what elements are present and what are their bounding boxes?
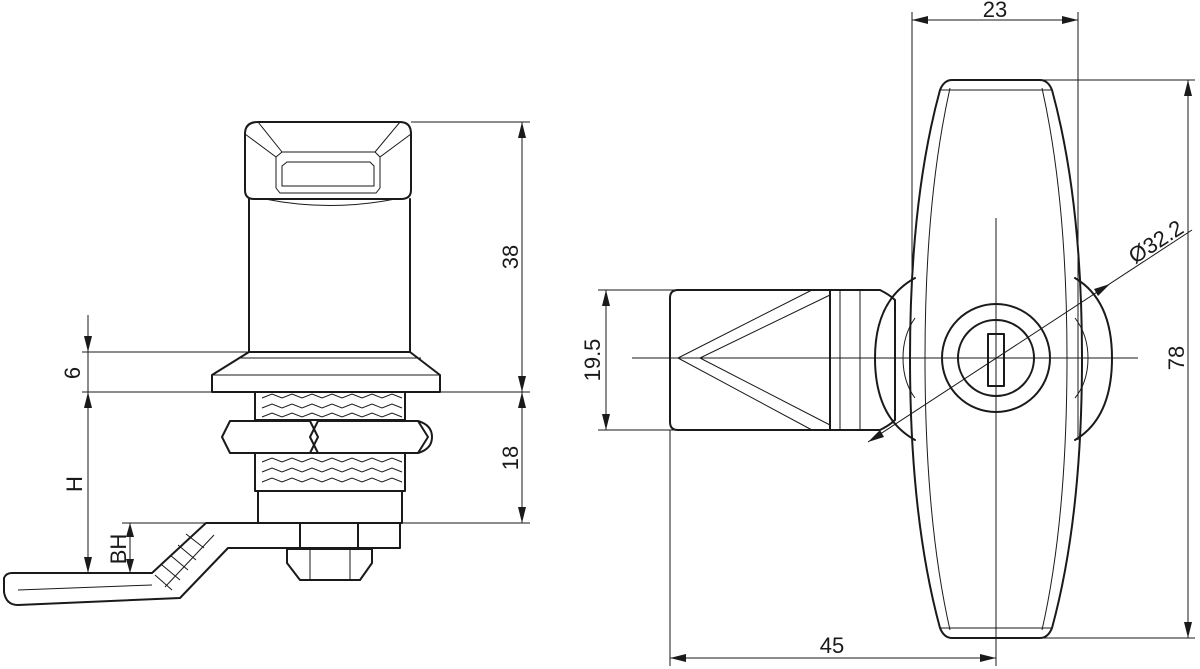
handle-head [244,121,412,206]
dim-6-label: 6 [60,367,85,379]
dimension-18: 18 [402,392,530,524]
dimension-diameter: Ø32.2 [867,215,1193,443]
dim-h-label: H [62,476,87,492]
dimension-19-5: 19.5 [580,289,678,431]
dim-18-label: 18 [498,446,523,470]
dimension-bh: BH [106,522,212,573]
dim-bh-label: BH [106,534,131,565]
dim-23-label: 23 [983,0,1007,22]
flange [211,351,441,393]
dimension-6: 6 [60,315,249,393]
dimension-38: 38 [411,121,530,393]
dim-diameter-label: Ø32.2 [1124,215,1188,269]
handle-shaft [248,198,411,353]
thread-body-upper [254,391,406,421]
cam-block [669,289,896,431]
dimension-h: H [62,392,92,573]
center-lines [632,218,1138,500]
cam-arm [3,522,401,606]
dim-19-5-label: 19.5 [580,339,605,382]
bolt-and-nut [286,522,373,581]
thread-body-lower [254,452,406,524]
front-view: 23 19.5 Ø32.2 78 [580,0,1195,666]
hex-nut [221,420,433,454]
dim-78-label: 78 [1164,346,1189,370]
dim-38-label: 38 [498,245,523,269]
dimension-45: 45 [669,430,997,666]
dimension-23: 23 [911,0,1079,440]
dim-45-label: 45 [820,633,844,658]
dimension-78: 78 [1040,79,1195,639]
side-view: 38 6 H 18 [3,121,530,606]
